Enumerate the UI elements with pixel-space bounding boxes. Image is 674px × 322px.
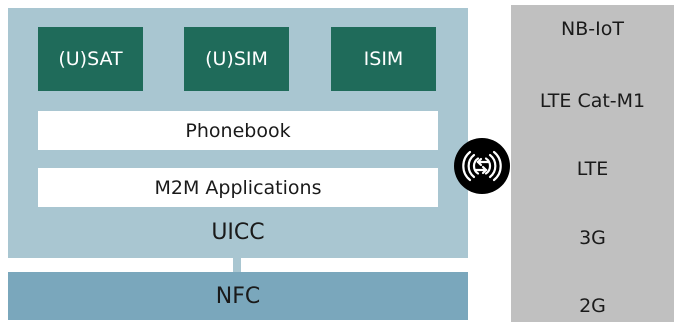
uicc-nfc-connector [233,258,241,272]
network-nb-iot: NB-IoT [561,18,624,40]
network-3g: 3G [579,227,606,249]
uicc-label: UICC [211,220,265,245]
network-2g: 2G [579,295,606,317]
network-lte-cat-m1: LTE Cat-M1 [539,90,646,112]
isim-box: ISIM [331,27,436,91]
nfc-bar: NFC [8,272,468,320]
phonebook-bar: Phonebook [38,111,438,150]
usim-box: (U)SIM [184,27,289,91]
m2m-applications-bar: M2M Applications [38,168,438,207]
uicc-block: (U)SAT (U)SIM ISIM Phonebook M2M Applica… [8,8,468,258]
usat-box: (U)SAT [38,27,143,91]
network-lte: LTE [576,158,609,180]
network-column: NB-IoT LTE Cat-M1 LTE 3G 2G [511,5,674,322]
contactless-icon [454,138,510,194]
